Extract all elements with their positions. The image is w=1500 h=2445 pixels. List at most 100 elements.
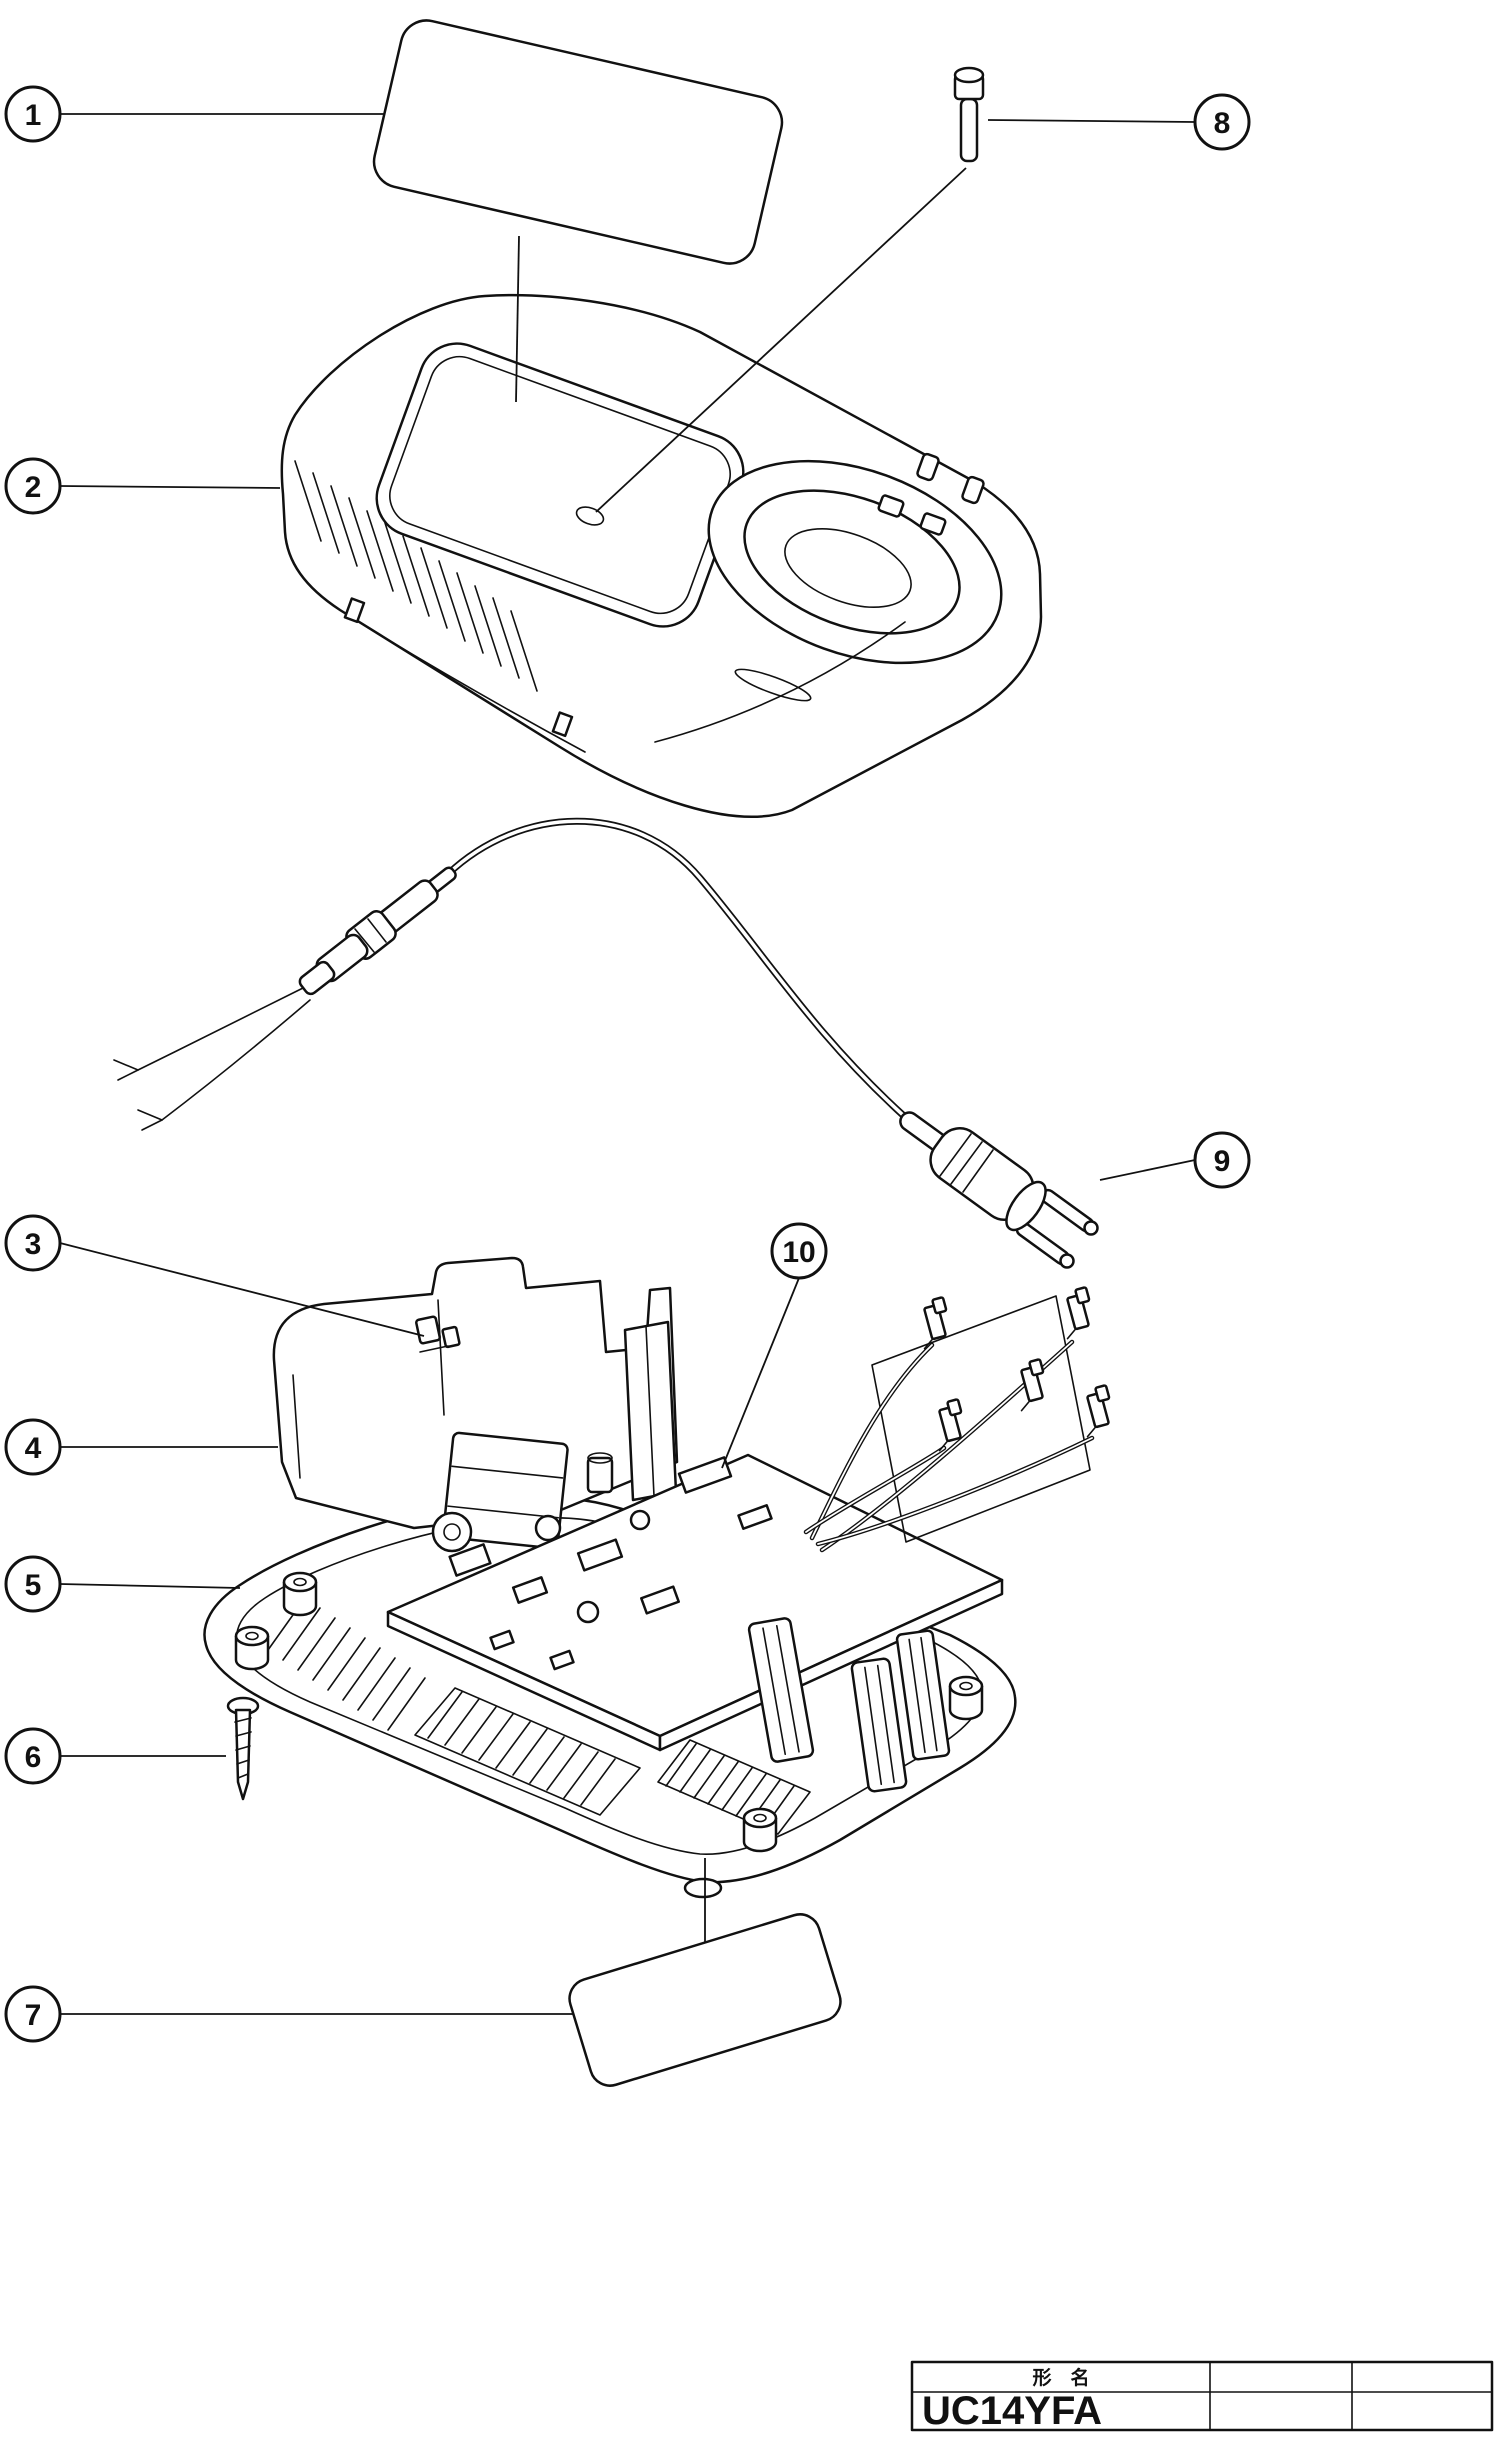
diode-part10	[677, 1456, 733, 1494]
base-foot	[683, 1877, 723, 1899]
capacitor-large	[431, 1511, 473, 1553]
base-screw-post-3	[742, 1807, 778, 1853]
part-pin	[575, 66, 985, 526]
socket-latch-tab-1	[916, 452, 940, 482]
housing-vent-slots	[294, 460, 538, 692]
callout-5: 5	[4, 1555, 241, 1613]
callout-3: 3	[4, 1214, 425, 1337]
callout-1: 1	[4, 85, 400, 143]
callout-9-circle	[1193, 1131, 1251, 1189]
base-screw-post-2	[948, 1675, 984, 1721]
base-rib-panel-front	[414, 1687, 641, 1816]
output-connector	[113, 866, 457, 1131]
callout-2-number: 2	[25, 471, 42, 504]
title-block-border	[910, 2360, 1494, 2432]
terminal-clip-4	[938, 1398, 963, 1452]
callout-7: 7	[4, 1985, 600, 2043]
callout-5-leader	[59, 1583, 241, 1589]
callout-4-number: 4	[25, 1432, 42, 1465]
pin-hole	[575, 506, 605, 526]
callout-10-number: 10	[782, 1236, 815, 1269]
callout-2: 2	[4, 457, 281, 515]
capacitor-large-top	[443, 1523, 461, 1541]
callout-9-leader	[1099, 1159, 1196, 1181]
callout-10-leader	[721, 1277, 800, 1469]
callout-6: 6	[4, 1727, 226, 1785]
callout-4: 4	[4, 1418, 278, 1476]
callout-10-circle	[770, 1222, 828, 1280]
housing-front-slot	[734, 668, 812, 702]
transformer	[442, 1431, 569, 1550]
callout-8-circle	[1193, 93, 1251, 151]
housing-foot-2	[551, 711, 574, 738]
nameplate	[372, 19, 784, 265]
pin-position-line	[595, 167, 967, 513]
base-rib-panel-left	[267, 1597, 426, 1731]
terminal-slot-3	[895, 1629, 951, 1761]
terminal-clip-1	[923, 1296, 948, 1350]
cover-crease-2	[437, 1299, 445, 1416]
model-number: UC14YFA	[922, 2389, 1102, 2433]
part-cord-assembly	[113, 817, 1099, 1269]
battery-socket	[707, 452, 1003, 665]
model-name-label: 形 名	[1032, 2366, 1089, 2389]
terminal-slot-2	[850, 1657, 908, 1793]
terminal-clip-3	[1020, 1358, 1045, 1412]
pin-head-top	[953, 66, 985, 84]
callout-10: 10	[721, 1222, 828, 1469]
callout-5-number: 5	[25, 1569, 42, 1602]
part-tapping-screw	[226, 1696, 260, 1801]
callout-8-number: 8	[1214, 107, 1231, 140]
socket-latch-tab-2	[961, 475, 985, 505]
terminal-clip-2	[1066, 1286, 1091, 1340]
screw-shaft	[234, 1708, 252, 1801]
callout-1-circle	[4, 85, 62, 143]
lead-wires	[803, 1339, 1095, 1553]
terminal-mount-outline	[871, 1295, 1091, 1543]
screw-threads	[234, 1717, 252, 1779]
callout-4-circle	[4, 1418, 62, 1476]
circuit-board	[386, 1453, 1004, 1752]
callout-9: 9	[1099, 1131, 1251, 1189]
pcb-upper-cover	[272, 1256, 679, 1530]
callout-7-circle	[4, 1985, 62, 2043]
housing-front-crease	[654, 621, 906, 743]
callout-8: 8	[987, 93, 1251, 151]
housing-left-crease	[351, 617, 586, 753]
callout-2-circle	[4, 457, 62, 515]
callout-5-circle	[4, 1555, 62, 1613]
base-screw-post-4	[234, 1625, 270, 1671]
callout-3-circle	[4, 1214, 62, 1272]
callout-8-leader	[987, 119, 1196, 123]
callout-1-number: 1	[25, 99, 42, 132]
power-plug-part9	[899, 1111, 1099, 1269]
cord-outer	[444, 817, 908, 1120]
cover-crease-1	[292, 1374, 301, 1479]
callout-6-number: 6	[25, 1741, 42, 1774]
heatsink-plate	[623, 1320, 678, 1502]
part-terminal-slots	[747, 1617, 951, 1793]
title-block: 形 名 UC14YFA	[910, 2360, 1494, 2433]
connector-wires	[113, 987, 311, 1131]
terminal-slot-1	[747, 1617, 815, 1763]
cord-inner	[446, 819, 906, 1118]
part-caution-label	[568, 1858, 842, 2087]
plug-face	[1005, 1180, 1047, 1232]
part-charger-housing	[280, 293, 1043, 818]
base-screw-post-1	[282, 1571, 318, 1617]
callout-3-leader	[59, 1242, 425, 1337]
spring-clip-part3	[415, 1315, 461, 1353]
part-nameplate	[372, 19, 784, 403]
caution-label	[568, 1913, 842, 2087]
callout-6-circle	[4, 1727, 62, 1785]
callout-2-leader	[59, 485, 281, 489]
nameplate-position-line	[515, 235, 520, 403]
callout-3-number: 3	[25, 1228, 42, 1261]
terminal-clip-5	[1086, 1384, 1111, 1438]
board-components	[448, 1452, 773, 1671]
housing-foot-1	[343, 597, 366, 624]
part-pcb-assembly	[272, 1256, 1111, 1752]
base-inner-rim	[235, 1516, 983, 1855]
callout-7-number: 7	[25, 1999, 42, 2032]
